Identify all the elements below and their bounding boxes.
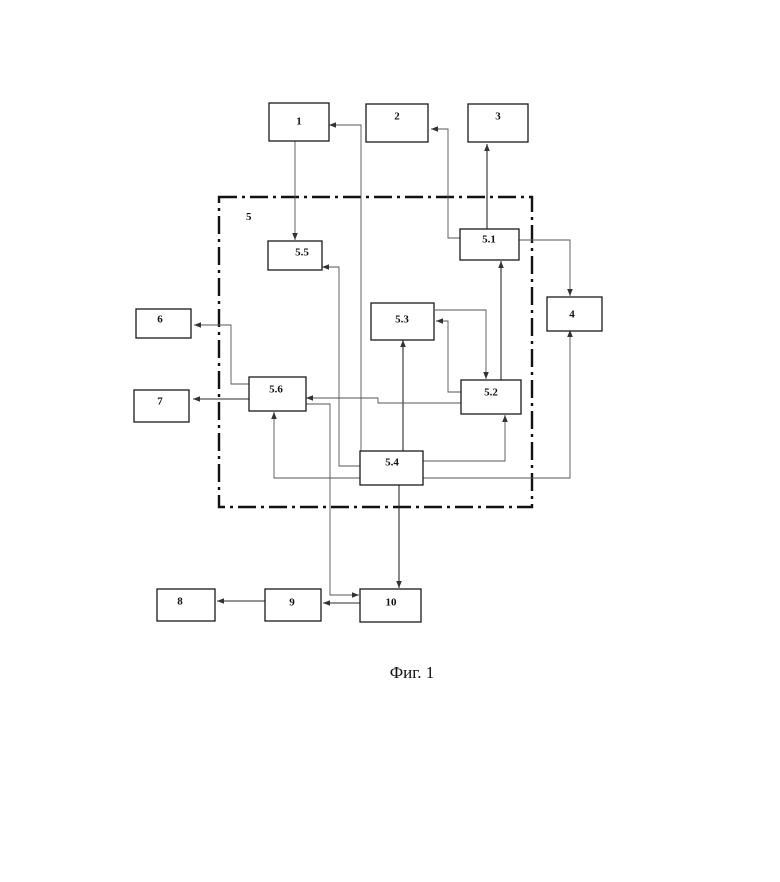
block-5-2-label: 5.2 <box>484 387 498 399</box>
block-5-6: 5.6 <box>249 377 306 411</box>
block-1-label: 1 <box>296 116 302 128</box>
block-5-1: 5.1 <box>460 229 519 260</box>
block-4: 4 <box>547 297 602 331</box>
block-8: 8 <box>157 589 215 621</box>
block-1: 1 <box>269 103 329 141</box>
block-5-2: 5.2 <box>461 380 521 414</box>
block-5-3-label: 5.3 <box>395 314 409 326</box>
wire-5-2-to-5-6 <box>306 398 461 403</box>
block-9-label: 9 <box>289 597 295 609</box>
wire-5-6-to-10 <box>306 404 359 595</box>
block-5-4-label: 5.4 <box>385 457 399 469</box>
block-3: 3 <box>468 104 528 142</box>
wire-5-4-to-1 <box>329 125 383 470</box>
unit-5-label: 5 <box>246 211 252 223</box>
block-5-1-label: 5.1 <box>482 234 496 246</box>
block-4-label: 4 <box>569 309 575 321</box>
wire-5-1-to-2 <box>431 129 460 238</box>
block-5-5-label: 5.5 <box>295 247 309 259</box>
block-10: 10 <box>360 589 421 622</box>
block-2-label: 2 <box>394 111 400 123</box>
block-5-6-label: 5.6 <box>269 384 283 396</box>
block-5-5: 5.5 <box>268 241 322 270</box>
figure-caption: Фиг. 1 <box>390 663 435 682</box>
block-9: 9 <box>265 589 321 621</box>
block-5-4: 5.4 <box>360 451 423 485</box>
block-7: 7 <box>134 390 189 422</box>
wire-5-1-to-4 <box>519 240 570 296</box>
block-3-label: 3 <box>495 111 501 123</box>
block-6: 6 <box>136 309 191 338</box>
wire-5-4-to-5-5 <box>322 267 383 466</box>
wire-5-6-to-6 <box>194 325 249 384</box>
block-7-label: 7 <box>157 396 163 408</box>
wire-5-4-to-5-2 <box>423 415 505 461</box>
wire-5-4-to-5-6 <box>274 412 360 478</box>
block-8-label: 8 <box>177 596 183 608</box>
block-6-label: 6 <box>157 314 163 326</box>
wire-5-2-to-5-3 <box>436 321 461 392</box>
wire-5-3-to-5-2 <box>435 310 486 379</box>
block-5-3: 5.3 <box>371 303 434 340</box>
block-2: 2 <box>366 104 428 142</box>
block-10-label: 10 <box>386 597 398 609</box>
